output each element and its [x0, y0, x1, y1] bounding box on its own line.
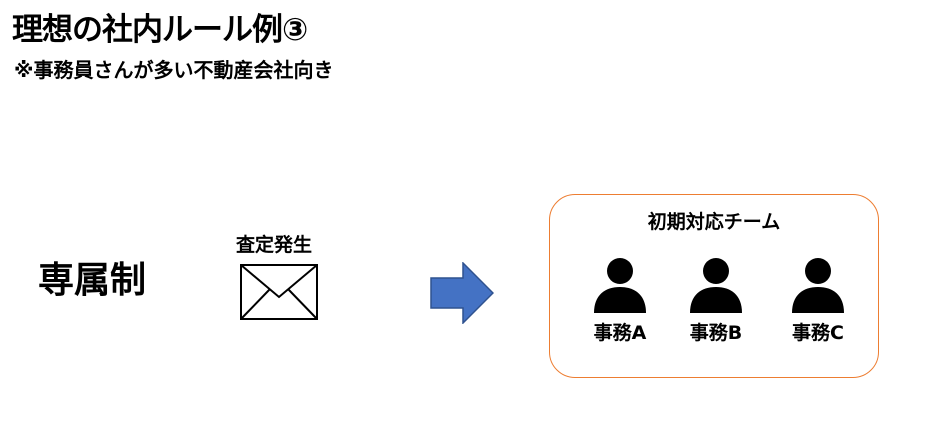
person-icon — [792, 258, 844, 313]
team-member-name: 事務C — [792, 322, 844, 344]
person-icon — [690, 258, 742, 313]
team-member-c: 事務C — [768, 257, 868, 346]
arrow-right-icon — [430, 262, 494, 324]
envelope-icon — [240, 264, 318, 320]
team-member-b: 事務B — [666, 257, 766, 346]
team-member-name: 事務A — [593, 322, 647, 344]
initial-response-team-box: 初期対応チーム 事務A 事務B 事務C — [549, 194, 879, 378]
page-subtitle: ※事務員さんが多い不動産会社向き — [14, 58, 334, 82]
event-label: 査定発生 — [236, 234, 313, 256]
team-title: 初期対応チーム — [647, 211, 781, 233]
team-member-a: 事務A — [570, 257, 670, 346]
system-label: 専属制 — [38, 260, 147, 301]
person-icon — [594, 258, 646, 313]
team-member-name: 事務B — [689, 322, 743, 344]
page-title: 理想の社内ルール例③ — [12, 12, 308, 48]
